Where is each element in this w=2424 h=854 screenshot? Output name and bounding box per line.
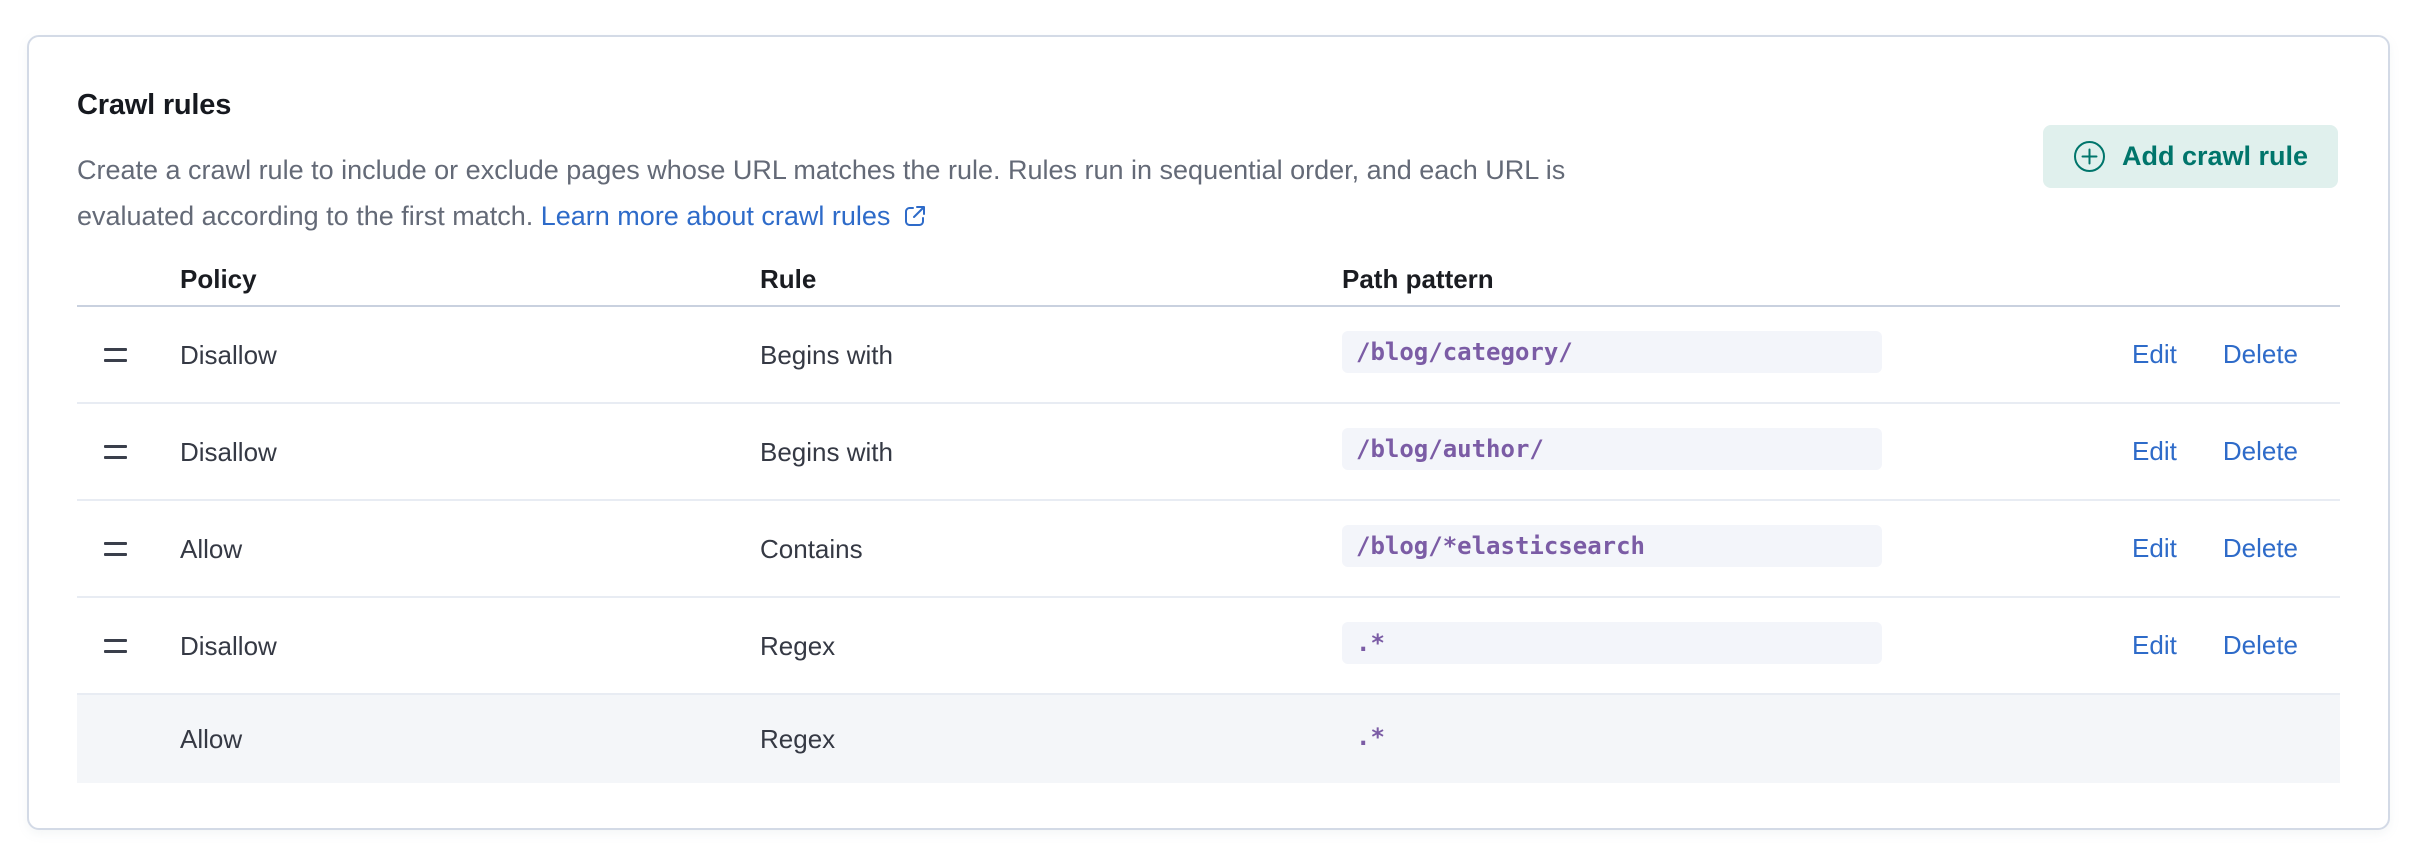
page-title: Crawl rules bbox=[77, 89, 232, 121]
table-body: Disallow Begins with /blog/category/ Edi… bbox=[77, 307, 2340, 783]
drag-handle-cell bbox=[77, 541, 180, 556]
table-row: Allow Regex .* bbox=[77, 695, 2340, 783]
edit-link[interactable]: Edit bbox=[2132, 630, 2177, 660]
policy-cell: Disallow bbox=[180, 436, 277, 467]
edit-link[interactable]: Edit bbox=[2132, 533, 2177, 563]
row-actions: Edit Delete bbox=[2102, 630, 2340, 661]
delete-link[interactable]: Delete bbox=[2222, 533, 2298, 563]
row-actions: Edit Delete bbox=[2102, 436, 2340, 467]
delete-link[interactable]: Delete bbox=[2222, 630, 2298, 660]
policy-cell: Allow bbox=[180, 533, 243, 564]
path-pattern-cell: /blog/*elasticsearch bbox=[1342, 525, 2102, 572]
table-row: Disallow Regex .* Edit Delete bbox=[77, 598, 2340, 695]
edit-link[interactable]: Edit bbox=[2132, 436, 2177, 466]
drag-handle-cell bbox=[77, 638, 180, 653]
column-header-path-pattern: Path pattern bbox=[1342, 264, 1494, 294]
rule-cell: Begins with bbox=[760, 339, 893, 370]
path-pattern-code: .* bbox=[1342, 622, 1882, 664]
add-crawl-rule-label: Add crawl rule bbox=[2121, 141, 2308, 171]
grab-handle-icon[interactable] bbox=[104, 444, 127, 459]
plus-in-circle-icon bbox=[2073, 141, 2105, 172]
path-pattern-code: .* bbox=[1356, 722, 1385, 751]
drag-handle-cell bbox=[77, 444, 180, 459]
path-pattern-code: /blog/*elasticsearch bbox=[1342, 525, 1882, 567]
grab-handle-icon[interactable] bbox=[104, 638, 127, 653]
row-actions: Edit Delete bbox=[2102, 533, 2340, 564]
path-pattern-cell: .* bbox=[1342, 622, 2102, 669]
table-header-row: Policy Rule Path pattern bbox=[77, 261, 2340, 307]
description-line-2: evaluated according to the first match. … bbox=[77, 193, 1797, 239]
path-pattern-cell: /blog/author/ bbox=[1342, 428, 2102, 475]
crawl-rules-panel: Crawl rules Create a crawl rule to inclu… bbox=[27, 35, 2390, 830]
external-link-icon bbox=[905, 206, 926, 226]
learn-more-link-label: Learn more about crawl rules bbox=[540, 201, 891, 231]
policy-cell: Disallow bbox=[180, 339, 277, 370]
delete-link[interactable]: Delete bbox=[2222, 339, 2298, 369]
policy-cell: Allow bbox=[180, 724, 243, 754]
policy-cell: Disallow bbox=[180, 630, 277, 661]
rule-cell: Regex bbox=[760, 724, 836, 754]
learn-more-link[interactable]: Learn more about crawl rules bbox=[541, 193, 929, 239]
path-pattern-cell: /blog/category/ bbox=[1342, 331, 2102, 378]
panel-description: Create a crawl rule to include or exclud… bbox=[77, 147, 1797, 239]
rule-cell: Contains bbox=[760, 533, 863, 564]
delete-link[interactable]: Delete bbox=[2222, 436, 2298, 466]
edit-link[interactable]: Edit bbox=[2132, 339, 2177, 369]
add-crawl-rule-button[interactable]: Add crawl rule bbox=[2042, 125, 2338, 188]
panel-header-text: Crawl rules Create a crawl rule to inclu… bbox=[77, 85, 2043, 239]
grab-handle-icon[interactable] bbox=[104, 347, 127, 362]
panel-header: Crawl rules Create a crawl rule to inclu… bbox=[77, 85, 2340, 239]
path-pattern-code: /blog/category/ bbox=[1342, 331, 1882, 373]
row-actions: Edit Delete bbox=[2102, 339, 2340, 370]
table-row: Disallow Begins with /blog/author/ Edit … bbox=[77, 404, 2340, 501]
grab-handle-icon[interactable] bbox=[104, 541, 127, 556]
column-header-policy: Policy bbox=[180, 264, 257, 294]
path-pattern-cell: .* bbox=[1342, 716, 2102, 763]
drag-handle-cell bbox=[77, 347, 180, 362]
table-row: Disallow Begins with /blog/category/ Edi… bbox=[77, 307, 2340, 404]
description-line-1: Create a crawl rule to include or exclud… bbox=[77, 155, 1566, 185]
rule-cell: Begins with bbox=[760, 436, 893, 467]
column-header-rule: Rule bbox=[760, 264, 817, 294]
rule-cell: Regex bbox=[760, 630, 836, 661]
description-line-2-text: evaluated according to the first match. bbox=[77, 201, 541, 231]
crawl-rules-table: Policy Rule Path pattern Disallow Begins… bbox=[77, 261, 2340, 783]
table-row: Allow Contains /blog/*elasticsearch Edit… bbox=[77, 501, 2340, 598]
path-pattern-code: /blog/author/ bbox=[1342, 428, 1882, 470]
